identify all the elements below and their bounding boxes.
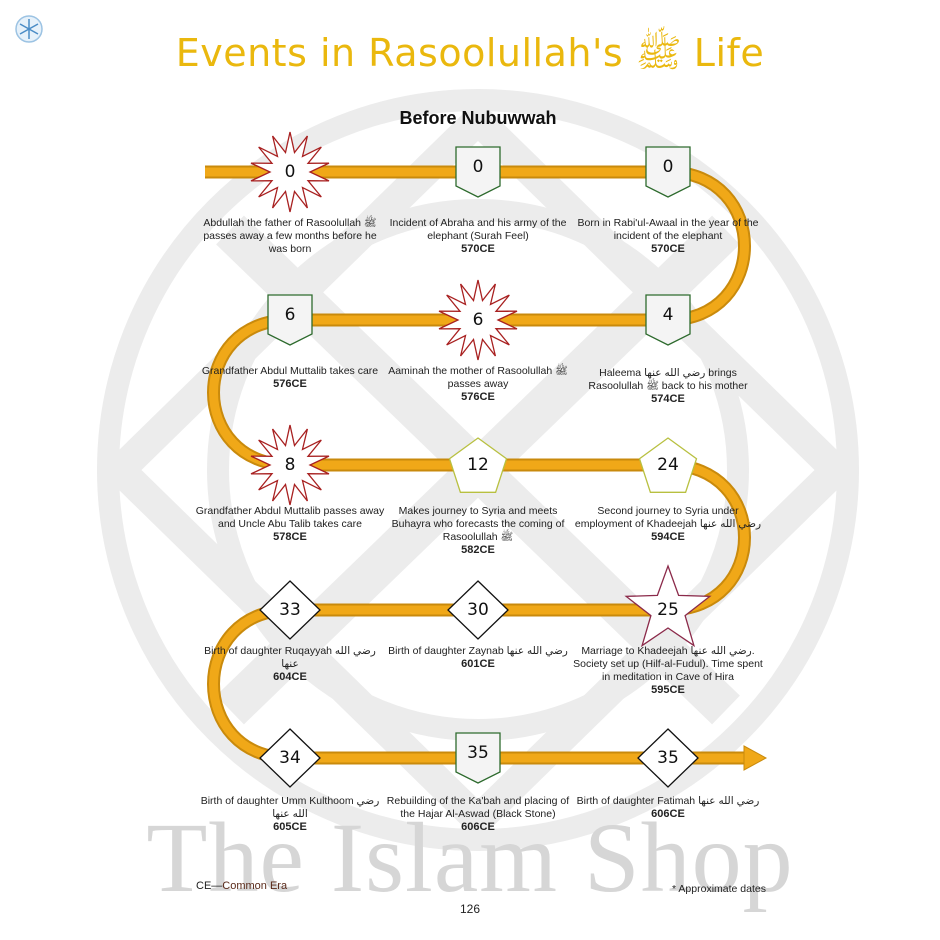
event-text: Grandfather Abdul Muttalib passes away a… [195, 505, 385, 530]
event-description: Second journey to Syria under employment… [573, 505, 763, 544]
event-age: 34 [279, 748, 301, 768]
event-node-burst: 8 [250, 424, 330, 506]
event-age: 35 [657, 748, 679, 768]
approx-note: * Approximate dates [672, 883, 766, 895]
legend-text: Common Era [222, 880, 288, 892]
event-text: Haleema رضي الله عنها brings Rasoolullah… [588, 367, 748, 392]
event-text: Birth of daughter Ruqayyah رضي الله عنها [204, 645, 376, 670]
event-text: Incident of Abraha and his army of the e… [389, 217, 567, 242]
event-age: 6 [285, 305, 296, 325]
logo-snowflake-icon [15, 15, 43, 43]
event-description: Aaminah the mother of Rasoolullah ﷺ pass… [383, 365, 573, 404]
pentagon-marker-icon [448, 437, 508, 493]
event-description: Grandfather Abdul Muttalib passes away a… [195, 505, 385, 544]
event-age: 12 [467, 455, 489, 475]
diamond-marker-icon [259, 580, 321, 640]
section-subtitle: Before Nubuwwah [399, 108, 557, 128]
event-node-tag: 35 [455, 732, 501, 784]
event-age: 33 [279, 600, 301, 620]
event-age: 0 [663, 157, 674, 177]
event-date: 576CE [273, 378, 307, 390]
event-text: Rebuilding of the Ka'bah and placing of … [386, 795, 570, 820]
event-date: 576CE [461, 391, 495, 403]
event-date: 595CE [651, 684, 685, 696]
event-text: Aaminah the mother of Rasoolullah ﷺ pass… [388, 365, 568, 390]
event-text: Abdullah the father of Rasoolullah ﷺ pas… [203, 217, 377, 255]
event-date: 601CE [461, 658, 495, 670]
event-date: 604CE [273, 671, 307, 683]
event-node-diamond: 33 [259, 580, 321, 640]
era-legend: CE—Common Era [196, 880, 287, 892]
event-description: Born in Rabi'ul-Awaal in the year of the… [573, 217, 763, 256]
event-text: Makes journey to Syria and meets Buhayra… [391, 505, 565, 543]
event-description: Birth of daughter Ruqayyah رضي الله عنها… [195, 645, 385, 684]
event-node-star: 25 [624, 564, 712, 648]
event-age: 6 [473, 310, 484, 330]
event-age: 35 [467, 743, 489, 763]
diamond-marker-icon [259, 728, 321, 788]
event-node-diamond: 35 [637, 728, 699, 788]
page-number: 126 [459, 902, 481, 916]
event-description: Incident of Abraha and his army of the e… [383, 217, 573, 256]
event-node-burst: 0 [250, 131, 330, 213]
event-node-pentagon: 12 [448, 437, 508, 493]
event-node-diamond: 30 [447, 580, 509, 640]
watermark-text: The Islam Shop [146, 802, 794, 913]
event-text: Birth of daughter Umm Kulthoom رضي الله … [200, 795, 380, 820]
event-text: Marriage to Khadeejah رضي الله عنها. Soc… [573, 645, 763, 683]
event-node-tag: 0 [645, 146, 691, 198]
tag-marker-icon [267, 294, 313, 346]
event-date: 570CE [461, 243, 495, 255]
event-text: Second journey to Syria under employment… [574, 505, 762, 530]
event-age: 30 [467, 600, 489, 620]
event-text: Birth of daughter Zaynab رضي الله عنها [388, 645, 568, 657]
event-description: Haleema رضي الله عنها brings Rasoolullah… [573, 367, 763, 406]
event-text: Born in Rabi'ul-Awaal in the year of the… [577, 217, 759, 242]
event-date: 606CE [651, 808, 685, 820]
event-age: 4 [663, 305, 674, 325]
event-description: Marriage to Khadeejah رضي الله عنها. Soc… [573, 645, 763, 697]
event-age: 0 [285, 162, 296, 182]
event-node-tag: 6 [267, 294, 313, 346]
star-marker-icon [624, 564, 712, 648]
diamond-marker-icon [447, 580, 509, 640]
burst-marker-icon [438, 279, 518, 361]
event-date: 582CE [461, 544, 495, 556]
event-description: Abdullah the father of Rasoolullah ﷺ pas… [195, 217, 385, 256]
event-node-tag: 0 [455, 146, 501, 198]
event-age: 25 [657, 600, 679, 620]
timeline-arrowhead-icon [743, 745, 768, 771]
tag-marker-icon [645, 146, 691, 198]
event-text: Birth of daughter Fatimah رضي الله عنها [576, 795, 760, 807]
event-node-burst: 6 [438, 279, 518, 361]
event-description: Birth of daughter Umm Kulthoom رضي الله … [195, 795, 385, 834]
diamond-marker-icon [637, 728, 699, 788]
event-date: 578CE [273, 531, 307, 543]
event-description: Rebuilding of the Ka'bah and placing of … [383, 795, 573, 834]
event-node-tag: 4 [645, 294, 691, 346]
event-node-diamond: 34 [259, 728, 321, 788]
event-date: 570CE [651, 243, 685, 255]
burst-marker-icon [250, 424, 330, 506]
event-description: Makes journey to Syria and meets Buhayra… [383, 505, 573, 557]
event-date: 606CE [461, 821, 495, 833]
legend-abbr: CE— [196, 880, 223, 892]
event-date: 594CE [651, 531, 685, 543]
pentagon-marker-icon [638, 437, 698, 493]
page-title: Events in Rasoolullah's ﷺ Life [175, 31, 765, 75]
event-node-pentagon: 24 [638, 437, 698, 493]
event-age: 8 [285, 455, 296, 475]
event-date: 605CE [273, 821, 307, 833]
tag-marker-icon [455, 732, 501, 784]
event-age: 24 [657, 455, 679, 475]
event-age: 0 [473, 157, 484, 177]
event-text: Grandfather Abdul Muttalib takes care [201, 365, 379, 377]
tag-marker-icon [455, 146, 501, 198]
tag-marker-icon [645, 294, 691, 346]
burst-marker-icon [250, 131, 330, 213]
event-date: 574CE [651, 393, 685, 405]
